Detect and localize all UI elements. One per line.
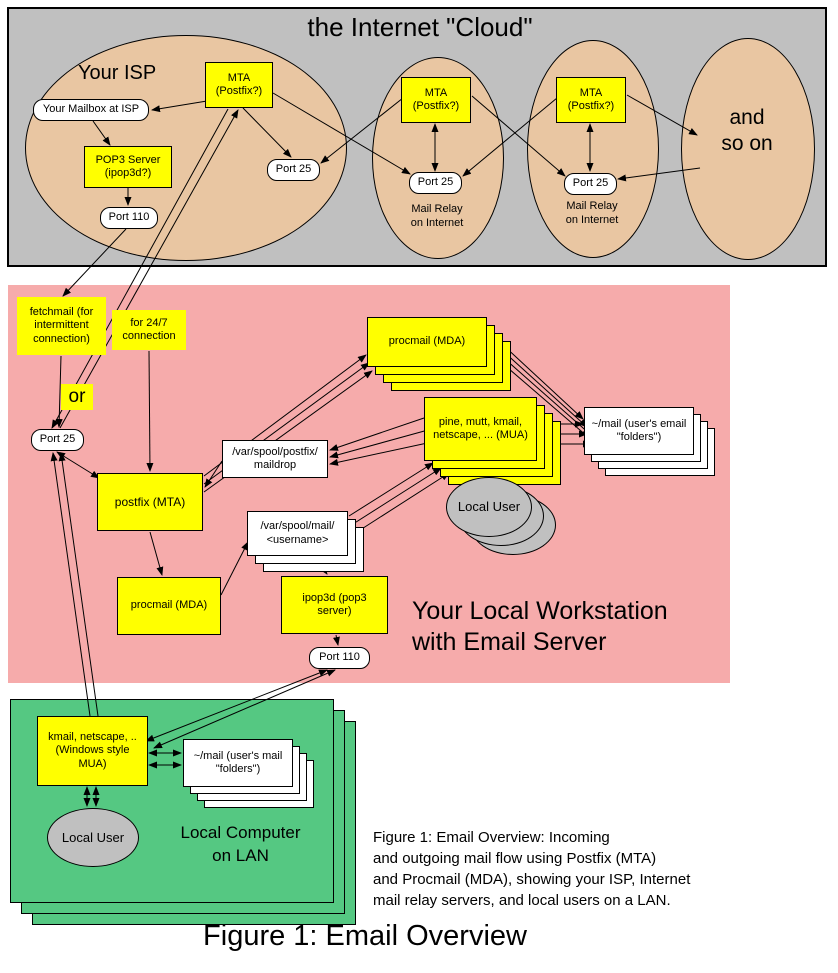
mail-folders-stack: ~/mail (user's email "folders") [584, 407, 715, 476]
spool-mail-stack: /var/spool/mail/ <username> [247, 511, 364, 572]
relay1-mta-node: MTA (Postfix?) [401, 77, 471, 123]
workstation-label-line1: Your Local Workstation [412, 597, 668, 625]
caption-line: and outgoing mail flow using Postfix (MT… [373, 850, 657, 867]
maildrop-line2: maildrop [253, 459, 297, 471]
relay1-label: Mail Relay on Internet [389, 203, 485, 231]
workstation-port-25-node: Port 25 [31, 429, 84, 451]
ipop3d-node: ipop3d (pop3 server) [281, 576, 388, 634]
relay1-port-25-node: Port 25 [409, 172, 462, 194]
fetchmail-node: fetchmail (for intermittent connection) [17, 297, 106, 355]
isp-port-25-node: Port 25 [267, 159, 320, 181]
isp-label: Your ISP [78, 62, 157, 84]
mua-node: pine, mutt, kmail, netscape, ... (MUA) [424, 397, 537, 461]
postfix-mta-node: postfix (MTA) [97, 473, 203, 531]
spool-line2: <username> [266, 533, 329, 546]
caption-line: mail relay servers, and local users on a… [373, 892, 671, 909]
or-label: or [61, 384, 93, 410]
relay2-label-line1: Mail Relay [566, 200, 618, 212]
mua-stack: pine, mutt, kmail, netscape, ... (MUA) [424, 397, 561, 485]
relay2-label-line2: on Internet [565, 213, 619, 226]
caption-line: and Procmail (MDA), showing your ISP, In… [373, 871, 691, 888]
lan-mail-folders-node: ~/mail (user's mail "folders") [183, 739, 293, 787]
relay2-port-25-node: Port 25 [564, 173, 617, 195]
figure-caption: Figure 1: Email Overview: Incoming and o… [373, 827, 743, 911]
relay2-mta-node: MTA (Postfix?) [556, 77, 626, 123]
lan-label: Local Computer on LAN [163, 822, 318, 868]
and-so-on-ellipse [681, 38, 815, 260]
procmail-mda-stack: procmail (MDA) [367, 317, 511, 391]
maildrop-node: /var/spool/postfix/ maildrop [222, 440, 328, 478]
lan-label-line2: on LAN [212, 845, 269, 865]
workstation-port-110-node: Port 110 [309, 647, 370, 669]
isp-port-110-node: Port 110 [100, 207, 158, 229]
caption-line: Figure 1: Email Overview: Incoming [373, 829, 610, 846]
workstation-local-user-node: Local User [446, 477, 532, 537]
maildrop-path: /var/spool/postfix/ maildrop [232, 446, 318, 472]
figure-title: Figure 1: Email Overview [203, 920, 527, 952]
relay1-label-line2: on Internet [410, 216, 464, 229]
isp-pop3-server-node: POP3 Server (ipop3d?) [84, 146, 172, 188]
connection-247-node: for 24/7 connection [112, 310, 186, 350]
relay2-label: Mail Relay on Internet [544, 200, 640, 228]
procmail-bottom-node: procmail (MDA) [117, 577, 221, 635]
spool-mail-node: /var/spool/mail/ <username> [247, 511, 348, 556]
lan-mail-folders-stack: ~/mail (user's mail "folders") [183, 739, 314, 808]
maildrop-line1: /var/spool/postfix/ [232, 445, 318, 458]
workstation-label-line2: with Email Server [412, 628, 607, 657]
workstation-label: Your Local Workstation with Email Server [412, 596, 727, 659]
lan-label-line1: Local Computer [180, 823, 301, 842]
procmail-mda-node: procmail (MDA) [367, 317, 487, 367]
relay1-label-line1: Mail Relay [411, 203, 463, 215]
cloud-title: the Internet "Cloud" [307, 12, 533, 42]
isp-mailbox-node: Your Mailbox at ISP [33, 99, 149, 121]
mail-folders-node: ~/mail (user's email "folders") [584, 407, 694, 455]
and-so-on-label: and so on [721, 106, 773, 156]
isp-mta-node: MTA (Postfix?) [205, 62, 273, 108]
spool-line1: /var/spool/mail/ [260, 520, 335, 533]
lan-local-user-node: Local User [47, 808, 139, 867]
spool-path: /var/spool/mail/ <username> [261, 520, 335, 546]
lan-mua-node: kmail, netscape, .. (Windows style MUA) [37, 716, 148, 786]
